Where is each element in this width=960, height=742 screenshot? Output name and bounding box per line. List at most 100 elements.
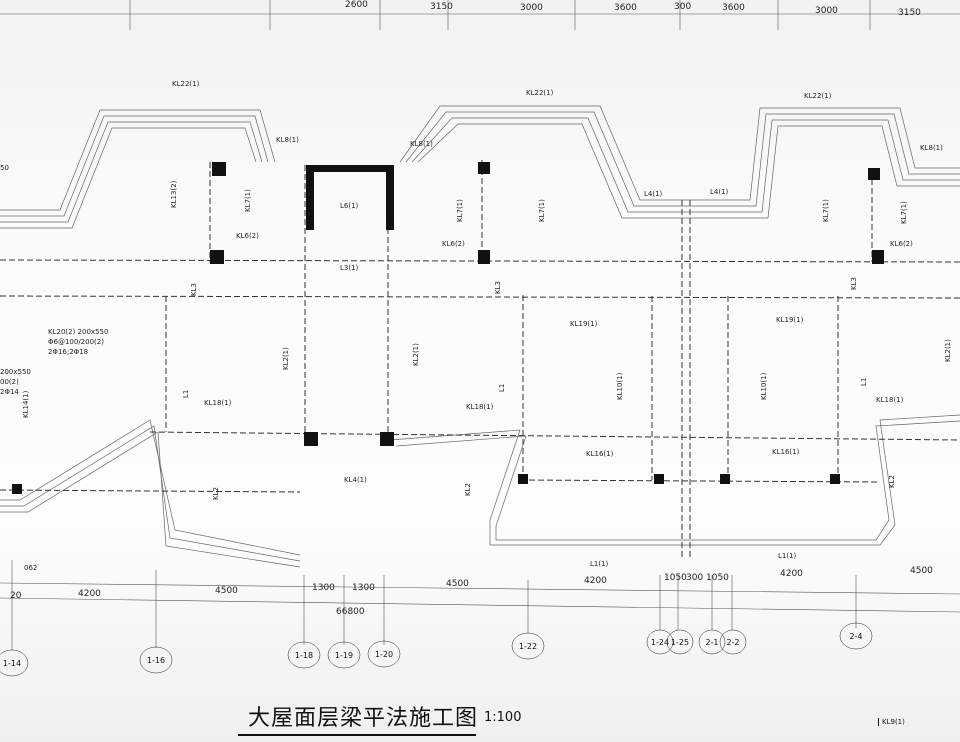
beam-label-kl7-d: KL7(1): [822, 199, 830, 222]
top-dim-7: 3000: [815, 6, 838, 16]
beam-label-kl2-plain-c: KL2: [888, 475, 896, 488]
beam-label-kl4: KL4(1): [344, 476, 367, 484]
beam-label-kl2-plain-b: KL2: [464, 483, 472, 496]
axis-label-2-1: 2-1: [705, 638, 718, 647]
total-dimension: 66800: [336, 607, 365, 617]
top-dim-8: 3150: [898, 8, 921, 18]
beam-label-kl16-b: KL16(1): [772, 448, 800, 456]
kl20-spec-line1: KL20(2) 200x550: [48, 328, 108, 336]
beam-label-kl6-a: KL6(2): [236, 232, 259, 240]
top-dim-2: 3150: [430, 2, 453, 12]
beam-label-kl14: KL14(1): [22, 390, 30, 418]
bottom-dim-10: 4200: [780, 569, 803, 579]
beam-label-kl7-e: KL7(1): [900, 201, 908, 224]
kl20-spec-line2: Φ6@100/200(2): [48, 338, 104, 346]
beam-label-l3: L3(1): [340, 264, 359, 272]
beam-label-l1-b: L1: [498, 384, 506, 392]
left-label-062: 062: [24, 564, 37, 572]
beam-grid-dashed: [0, 160, 960, 560]
beam-label-kl6-b: KL6(2): [442, 240, 465, 248]
top-dim-1: 2600: [345, 0, 368, 10]
beam-label-kl22-b: KL22(1): [526, 89, 554, 97]
left-spec-partial-2: 00(2): [0, 378, 19, 386]
title-underline: [238, 734, 476, 736]
beam-label-kl10-a: KL10(1): [616, 372, 624, 400]
top-dim-4: 3600: [614, 3, 637, 13]
left-spec-partial-3: 2Φ14: [0, 388, 19, 396]
beam-label-kl22-a: KL22(1): [172, 80, 200, 88]
axis-label-1-25: 1-25: [671, 638, 689, 647]
axis-label-1-19: 1-19: [335, 651, 353, 660]
columns: [12, 162, 884, 494]
axis-label-1-16: 1-16: [147, 656, 165, 665]
beam-label-kl8-a: KL8(1): [276, 136, 299, 144]
axis-label-1-18: 1-18: [295, 651, 313, 660]
top-dim-3: 3000: [520, 3, 543, 13]
beam-label-kl18-c: KL18(1): [876, 396, 904, 404]
bottom-dim-9: 1050: [706, 573, 729, 583]
beam-label-l4-b: L4(1): [710, 188, 729, 196]
beam-label-kl7-a: KL7(1): [244, 189, 252, 212]
eave-outline-left: [0, 109, 276, 229]
beam-label-kl19-b: KL19(1): [776, 316, 804, 324]
bottom-dim-8: 300: [686, 573, 703, 583]
beam-label-l1-1-b: L1(1): [778, 552, 797, 560]
axis-label-2-4: 2-4: [849, 632, 862, 641]
top-dim-5: 300: [674, 2, 691, 12]
beam-label-kl16-a: KL16(1): [586, 450, 614, 458]
beam-label-kl8-c: KL8(1): [920, 144, 943, 152]
beam-label-l1-a: L1: [182, 390, 190, 398]
beam-label-kl7-c: KL7(1): [538, 199, 546, 222]
beam-label-l1-c: L1: [860, 378, 868, 386]
bottom-dim-1: 4200: [78, 589, 101, 599]
axis-label-1-14: 1-14: [3, 659, 21, 668]
axis-label-1-22: 1-22: [519, 642, 537, 651]
eave-outline-middle: [399, 105, 690, 219]
beam-label-kl2-c: KL2(1): [944, 339, 952, 362]
beam-label-kl18-a: KL18(1): [204, 399, 232, 407]
bottom-dim-5: 4500: [446, 579, 469, 589]
beam-label-kl22-c: KL22(1): [804, 92, 832, 100]
eave-outline-bottom-right: [389, 414, 960, 546]
top-dim-6: 3600: [722, 3, 745, 13]
drawing-title: 大屋面层梁平法施工图: [248, 706, 479, 731]
wall-right-column: [386, 165, 394, 230]
bottom-dim-4: 1300: [352, 583, 375, 593]
beam-label-kl2-a: KL2(1): [282, 347, 290, 370]
left-spec-partial-50: 50: [0, 164, 9, 172]
beam-label-kl13: KL13(2): [170, 180, 178, 208]
beam-label-kl3-c: KL3: [850, 277, 858, 290]
beam-label-l1-1-a: L1(1): [590, 560, 609, 568]
beam-label-l6: L6(1): [340, 202, 359, 210]
corner-stamp: KL9(1): [878, 718, 905, 726]
drawing-scale: 1:100: [484, 710, 522, 725]
wall-left-column: [306, 165, 314, 230]
bottom-dim-7: 1050: [664, 573, 687, 583]
bottom-dim-11: 4500: [910, 566, 933, 576]
bottom-dim-3: 1300: [312, 583, 335, 593]
beam-label-kl7-b: KL7(1): [456, 199, 464, 222]
beam-label-kl2-plain-a: KL2: [212, 487, 220, 500]
beam-label-l4-a: L4(1): [644, 190, 663, 198]
beam-label-kl6-c: KL6(2): [890, 240, 913, 248]
bottom-dim-6: 4200: [584, 576, 607, 586]
beam-label-kl3-b: KL3: [494, 281, 502, 294]
wall-top-band: [306, 165, 394, 172]
left-dim-20: 20: [10, 591, 22, 601]
axis-bubbles: [0, 622, 873, 677]
axis-label-1-20: 1-20: [375, 650, 393, 659]
axis-label-2-2: 2-2: [726, 638, 739, 647]
beam-label-kl3-a: KL3: [190, 283, 198, 296]
axis-grid-lines: [0, 0, 960, 650]
bottom-dim-2: 4500: [215, 586, 238, 596]
beam-label-kl10-b: KL10(1): [760, 372, 768, 400]
axis-label-1-24: 1-24: [651, 638, 669, 647]
beam-label-kl18-b: KL18(1): [466, 403, 494, 411]
eave-outline-right: [690, 107, 960, 219]
beam-label-kl2-b: KL2(1): [412, 343, 420, 366]
beam-label-kl8-b: KL8(1): [410, 140, 433, 148]
eave-outline-bottom-left: [0, 419, 301, 568]
